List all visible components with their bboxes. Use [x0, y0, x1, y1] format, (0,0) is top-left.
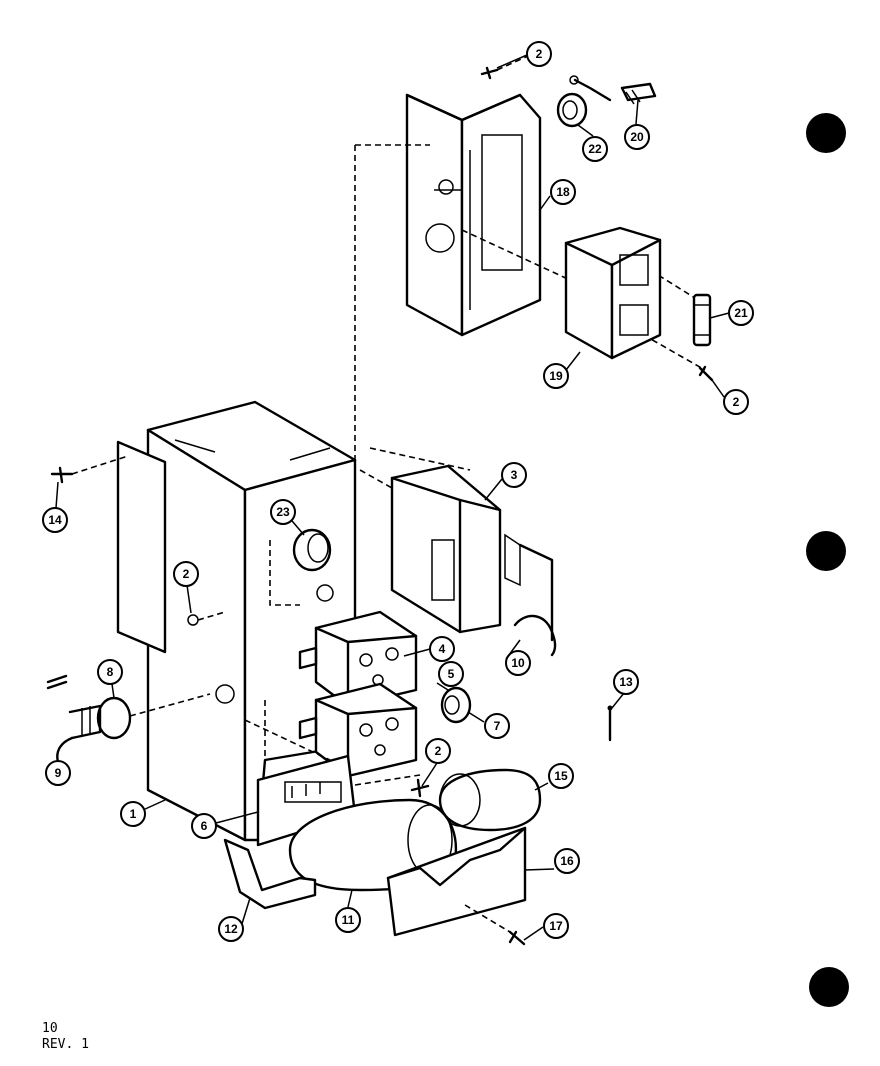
bushing-part-22 [556, 75, 612, 128]
svg-text:4: 4 [439, 642, 446, 656]
svg-text:17: 17 [549, 919, 563, 933]
page-number: 10 [42, 1021, 58, 1036]
lamp-cord-part-9 [56, 736, 74, 764]
capacitor-part-15 [438, 768, 542, 832]
fuse-part-21 [692, 293, 712, 347]
fuse-block-part-19 [564, 226, 662, 360]
svg-text:5: 5 [448, 667, 455, 681]
svg-text:6: 6 [201, 819, 208, 833]
svg-text:19: 19 [549, 369, 563, 383]
svg-text:11: 11 [342, 913, 355, 927]
svg-text:7: 7 [494, 719, 501, 733]
svg-text:2: 2 [536, 47, 543, 61]
wire-part-13 [607, 705, 613, 742]
grommet-part-7 [440, 686, 472, 724]
svg-text:8: 8 [107, 665, 114, 679]
svg-text:2: 2 [183, 567, 190, 581]
screw-part-2-right [698, 365, 714, 382]
callout-18: 18 [550, 179, 576, 205]
screw-part-14 [50, 466, 74, 484]
callout-8: 8 [97, 659, 123, 685]
svg-text:12: 12 [224, 922, 238, 936]
svg-text:3: 3 [511, 468, 518, 482]
callout-10: 10 [505, 650, 531, 676]
svg-text:10: 10 [511, 656, 525, 670]
svg-text:15: 15 [554, 769, 568, 783]
callout-2-right: 2 [723, 389, 749, 415]
switch-part-23 [292, 528, 332, 572]
svg-text:1: 1 [130, 807, 137, 821]
svg-text:9: 9 [55, 766, 62, 780]
leader-control-box [354, 144, 430, 460]
lamp-assembly-part-8 [68, 696, 132, 740]
wiring-harness-part-10 [513, 614, 557, 657]
callout-2-left: 2 [173, 561, 199, 587]
callout-2-top: 2 [526, 41, 552, 67]
callout-7: 7 [484, 713, 510, 739]
callout-2-lower: 2 [425, 738, 451, 764]
callout-1: 1 [120, 801, 146, 827]
control-box-part-18 [405, 93, 542, 337]
svg-text:2: 2 [435, 744, 442, 758]
capacitor-cover-part-16 [386, 826, 527, 937]
transformer-part-3 [390, 464, 554, 642]
callout-9: 9 [45, 760, 71, 786]
screw-part-2-lower [410, 778, 430, 798]
callout-22: 22 [582, 136, 608, 162]
cover-plate-part-14 [116, 440, 167, 654]
screw-part-2-left [187, 611, 226, 626]
callout-6: 6 [191, 813, 217, 839]
callout-11: 11 [335, 907, 361, 933]
callout-4: 4 [429, 636, 455, 662]
svg-text:14: 14 [48, 513, 62, 527]
callout-13: 13 [613, 669, 639, 695]
callout-12: 12 [218, 916, 244, 942]
binder-hole-top [806, 113, 846, 153]
callout-5: 5 [438, 661, 464, 687]
callout-19: 19 [543, 363, 569, 389]
terminal-part-20 [620, 82, 657, 105]
callout-15: 15 [548, 763, 574, 789]
svg-text:20: 20 [630, 130, 644, 144]
callout-3: 3 [501, 462, 527, 488]
relay-part-5 [298, 682, 418, 778]
svg-text:16: 16 [560, 854, 574, 868]
svg-text:22: 22 [588, 142, 602, 156]
svg-text:23: 23 [276, 505, 290, 519]
callout-21: 21 [728, 300, 754, 326]
svg-text:21: 21 [734, 306, 748, 320]
callout-23: 23 [270, 499, 296, 525]
binder-hole-middle [806, 531, 846, 571]
relay-part-4 [298, 610, 418, 708]
svg-text:2: 2 [733, 395, 740, 409]
callout-20: 20 [624, 124, 650, 150]
screw-part-2-top [480, 66, 499, 80]
callout-17: 17 [543, 913, 569, 939]
callout-14: 14 [42, 507, 68, 533]
screw-part-17 [508, 930, 526, 946]
callout-leaders [55, 54, 730, 941]
bracket-part-12 [223, 838, 317, 910]
callout-16: 16 [554, 848, 580, 874]
svg-text:18: 18 [556, 185, 570, 199]
revision-label: REV. 1 [42, 1037, 89, 1052]
binder-hole-bottom [809, 967, 849, 1007]
svg-text:13: 13 [619, 675, 633, 689]
